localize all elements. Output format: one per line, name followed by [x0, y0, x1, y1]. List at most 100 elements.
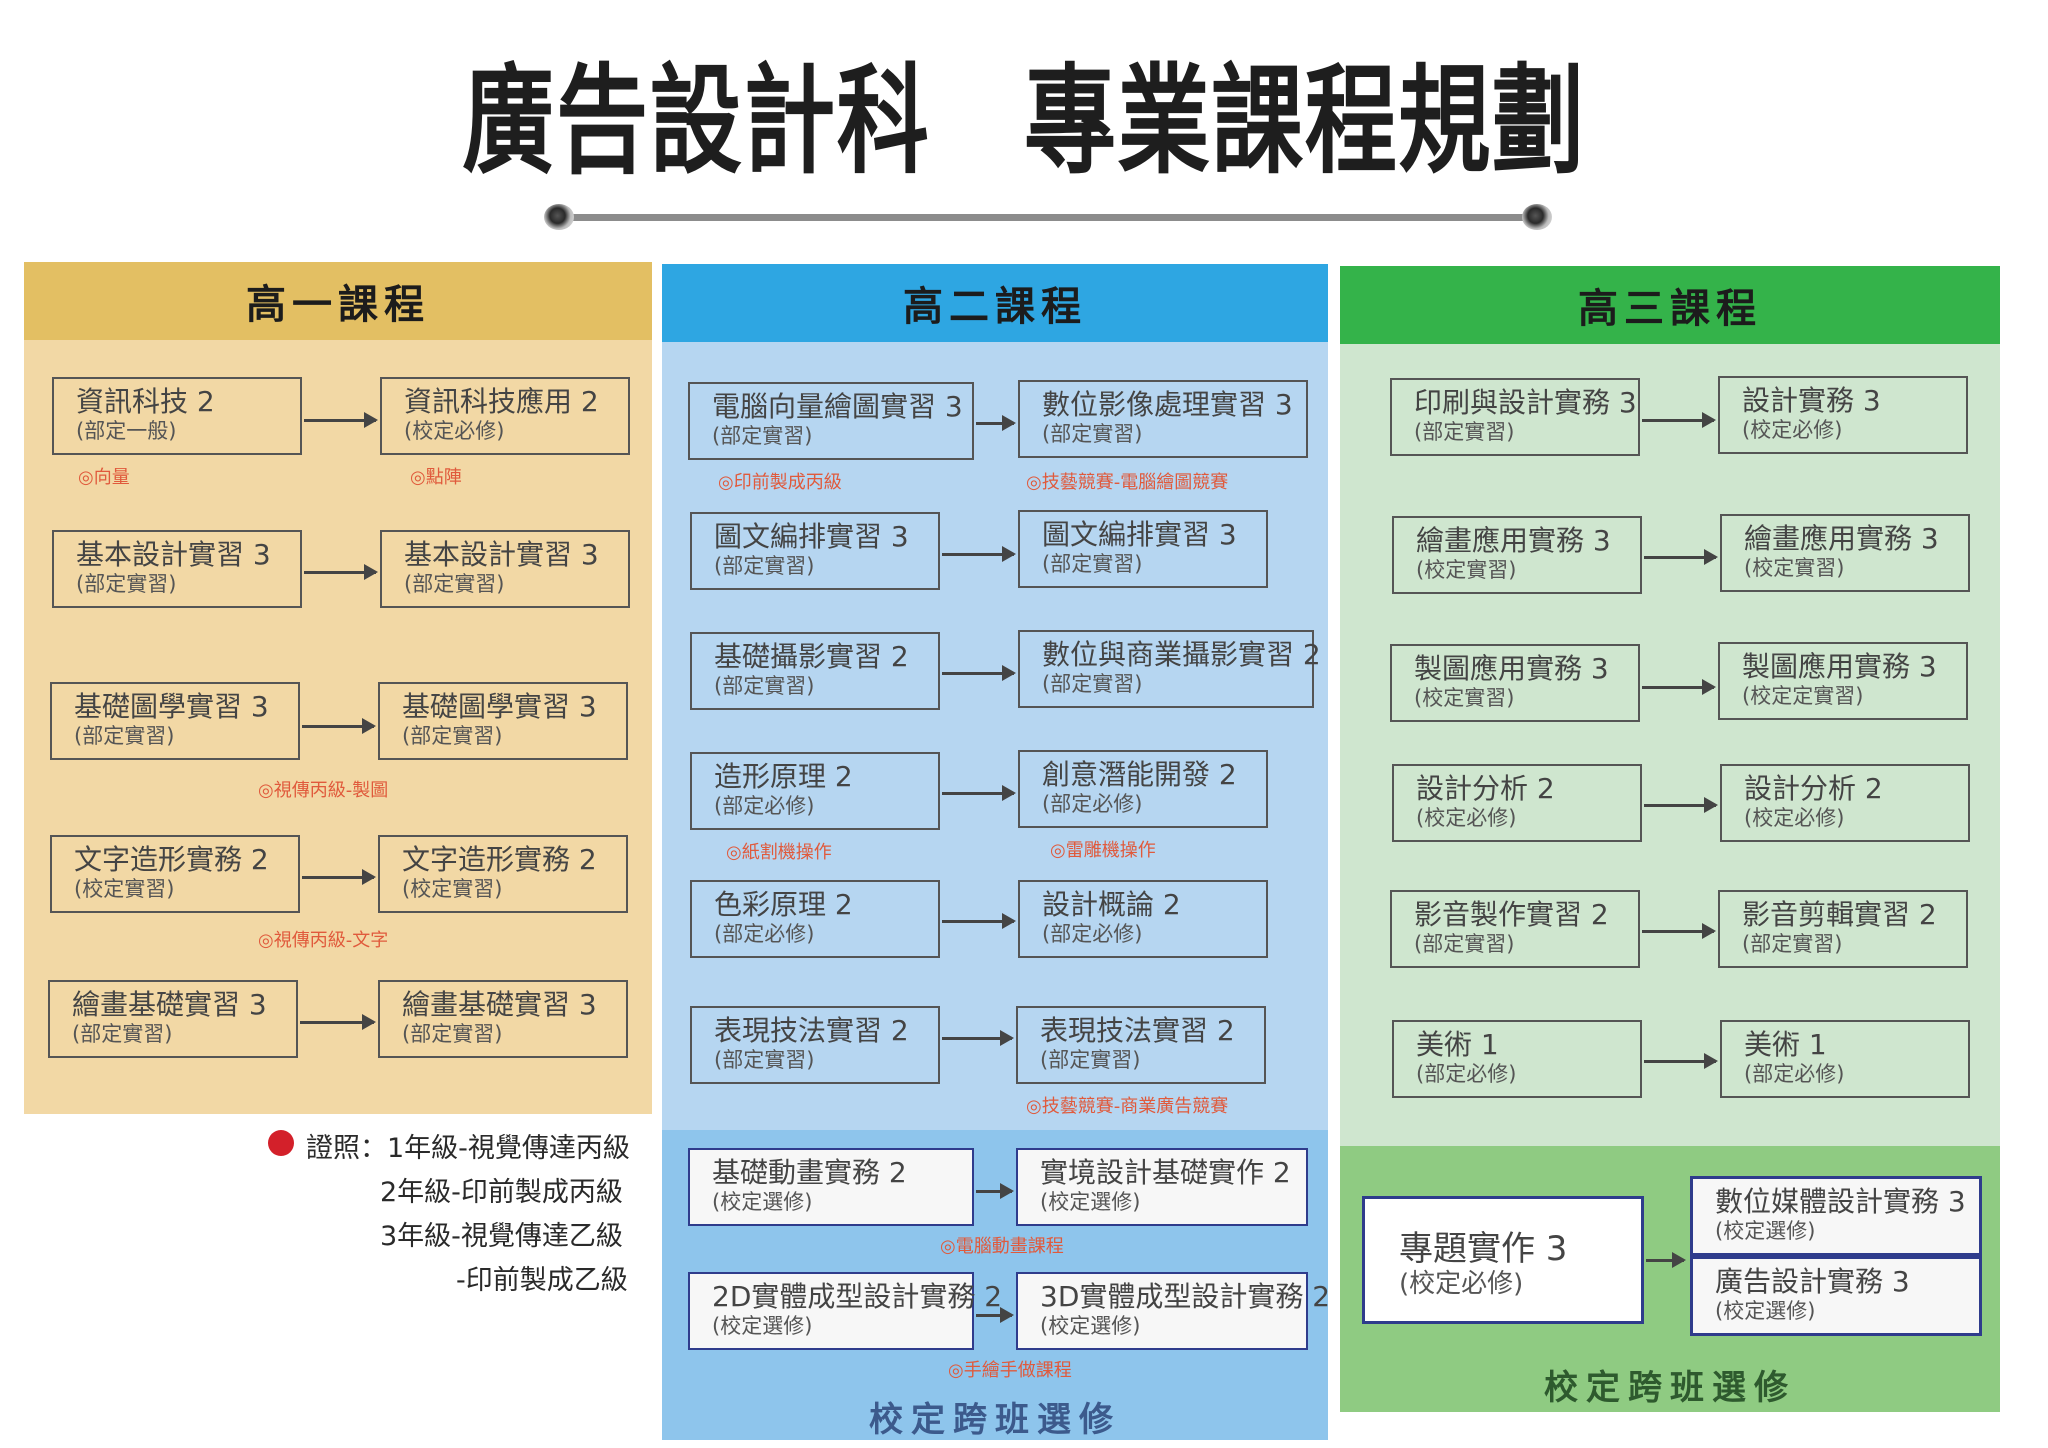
elective-course-box[interactable]: 廣告設計實務 3 (校定選修) — [1690, 1256, 1982, 1336]
course-name: 設計概論 2 — [1042, 888, 1181, 921]
arrow-icon — [942, 665, 1016, 681]
course-name: 設計分析 2 — [1416, 772, 1555, 805]
course-box[interactable]: 圖文編排實習 3 (部定實習) — [1018, 510, 1268, 588]
course-name: 影音剪輯實習 2 — [1742, 898, 1937, 931]
course-box[interactable]: 表現技法實習 2 (部定實習) — [1016, 1006, 1266, 1084]
course-box[interactable]: 繪畫基礎實習 3 (部定實習) — [378, 980, 628, 1058]
certificate-note: ◎向量 — [78, 467, 130, 488]
course-name: 專題實作 3 — [1399, 1229, 1568, 1269]
elective-course-box[interactable]: 3D實體成型設計實務 2 (校定選修) — [1016, 1272, 1330, 1350]
course-name: 影音製作實習 2 — [1414, 898, 1609, 931]
grade3-header: 高三課程 — [1340, 266, 2000, 344]
course-box[interactable]: 設計分析 2 (校定必修) — [1392, 764, 1642, 842]
course-box[interactable]: 造形原理 2 (部定必修) — [690, 752, 940, 830]
arrow-icon — [976, 1307, 1014, 1323]
course-name: 數位影像處理實習 3 — [1042, 388, 1293, 421]
course-name: 繪畫基礎實習 3 — [72, 988, 267, 1021]
course-box[interactable]: 美術 1 (部定必修) — [1720, 1020, 1970, 1098]
grade3-elective-label: 校定跨班選修 — [1544, 1368, 1796, 1408]
capstone-course-box[interactable]: 專題實作 3 (校定必修) — [1362, 1196, 1644, 1324]
course-box[interactable]: 繪畫應用實務 3 (校定實習) — [1392, 516, 1642, 594]
course-box[interactable]: 色彩原理 2 (部定必修) — [690, 880, 940, 958]
course-name: 製圖應用實務 3 — [1742, 650, 1937, 683]
arrow-icon — [300, 1014, 376, 1030]
course-box[interactable]: 繪畫基礎實習 3 (部定實習) — [48, 980, 298, 1058]
course-box[interactable]: 影音剪輯實習 2 (部定實習) — [1718, 890, 1968, 968]
course-box[interactable]: 設計分析 2 (校定必修) — [1720, 764, 1970, 842]
course-box[interactable]: 數位影像處理實習 3 (部定實習) — [1018, 380, 1308, 458]
course-name: 數位媒體設計實務 3 — [1715, 1185, 1966, 1218]
course-name: 印刷與設計實務 3 — [1414, 386, 1637, 419]
course-type: (部定實習) — [76, 572, 177, 596]
course-box[interactable]: 資訊科技應用 2 (校定必修) — [380, 377, 630, 455]
course-box[interactable]: 基本設計實習 3 (部定實習) — [380, 530, 630, 608]
arrow-icon — [976, 415, 1016, 431]
legend-line: 證照：1年級-視覺傳達丙級 — [306, 1133, 630, 1164]
course-name: 基礎攝影實習 2 — [714, 640, 909, 673]
legend-line: -印前製成乙級 — [456, 1265, 628, 1296]
course-box[interactable]: 設計實務 3 (校定必修) — [1718, 376, 1968, 454]
course-name: 美術 1 — [1416, 1028, 1499, 1061]
elective-course-box[interactable]: 2D實體成型設計實務 2 (校定選修) — [688, 1272, 1002, 1350]
course-type: (校定必修) — [404, 419, 505, 443]
course-name: 廣告設計實務 3 — [1715, 1265, 1910, 1298]
course-type: (部定必修) — [1744, 1062, 1845, 1086]
course-box[interactable]: 資訊科技 2 (部定一般) — [52, 377, 302, 455]
legend-line: 2年級-印前製成丙級 — [380, 1177, 623, 1208]
course-box[interactable]: 表現技法實習 2 (部定實習) — [690, 1006, 940, 1084]
page-title: 廣告設計科 專業課程規劃 — [462, 52, 1586, 190]
certificate-note: ◎點陣 — [410, 467, 462, 488]
course-box[interactable]: 圖文編排實習 3 (部定實習) — [690, 512, 940, 590]
arrow-icon — [942, 913, 1016, 929]
course-box[interactable]: 基本設計實習 3 (部定實習) — [52, 530, 302, 608]
arrow-icon — [1644, 797, 1718, 813]
course-box[interactable]: 文字造形實務 2 (校定實習) — [378, 835, 628, 913]
course-type: (校定實習) — [1414, 686, 1515, 710]
certificate-note: ◎雷雕機操作 — [1050, 840, 1156, 861]
course-type: (部定實習) — [1742, 932, 1843, 956]
course-type: (部定一般) — [76, 419, 177, 443]
course-type: (校定必修) — [1744, 806, 1845, 830]
elective-course-box[interactable]: 基礎動畫實務 2 (校定選修) — [688, 1148, 974, 1226]
certificate-note: ◎紙割機操作 — [726, 842, 832, 863]
course-name: 基本設計實習 3 — [76, 538, 271, 571]
course-name: 美術 1 — [1744, 1028, 1827, 1061]
course-box[interactable]: 電腦向量繪圖實習 3 (部定實習) — [688, 382, 974, 460]
course-box[interactable]: 繪畫應用實務 3 (校定實習) — [1720, 514, 1970, 592]
course-type: (校定選修) — [1715, 1219, 1816, 1243]
course-box[interactable]: 創意潛能開發 2 (部定必修) — [1018, 750, 1268, 828]
arrow-icon — [942, 1030, 1014, 1046]
elective-course-box[interactable]: 數位媒體設計實務 3 (校定選修) — [1690, 1176, 1982, 1256]
course-box[interactable]: 影音製作實習 2 (部定實習) — [1390, 890, 1640, 968]
course-type: (部定實習) — [74, 724, 175, 748]
course-type: (部定實習) — [714, 674, 815, 698]
course-type: (部定實習) — [1414, 932, 1515, 956]
title-line-right-knob — [1522, 204, 1552, 230]
course-name: 圖文編排實習 3 — [1042, 518, 1237, 551]
course-box[interactable]: 製圖應用實務 3 (校定定實習) — [1718, 642, 1968, 720]
course-box[interactable]: 設計概論 2 (部定必修) — [1018, 880, 1268, 958]
course-type: (部定實習) — [1042, 422, 1143, 446]
arrow-icon — [942, 785, 1016, 801]
course-box[interactable]: 印刷與設計實務 3 (部定實習) — [1390, 378, 1640, 456]
course-box[interactable]: 製圖應用實務 3 (校定實習) — [1390, 644, 1640, 722]
certificate-note: ◎手繪手做課程 — [948, 1360, 1072, 1381]
course-type: (校定實習) — [1744, 556, 1845, 580]
grade1-header: 高一課程 — [24, 262, 652, 340]
course-box[interactable]: 基礎圖學實習 3 (部定實習) — [50, 682, 300, 760]
course-type: (校定實習) — [402, 877, 503, 901]
elective-course-box[interactable]: 實境設計基礎實作 2 (校定選修) — [1016, 1148, 1308, 1226]
course-box[interactable]: 基礎攝影實習 2 (部定實習) — [690, 632, 940, 710]
certificate-note: ◎技藝競賽-商業廣告競賽 — [1026, 1096, 1229, 1117]
course-name: 基礎動畫實務 2 — [712, 1156, 907, 1189]
course-name: 文字造形實務 2 — [402, 843, 597, 876]
course-box[interactable]: 美術 1 (部定必修) — [1392, 1020, 1642, 1098]
course-name: 設計分析 2 — [1744, 772, 1883, 805]
legend-line: 3年級-視覺傳達乙級 — [380, 1221, 623, 1252]
certificate-note: ◎印前製成丙級 — [718, 472, 842, 493]
course-type: (部定實習) — [402, 724, 503, 748]
course-box[interactable]: 數位與商業攝影實習 2 (部定實習) — [1018, 630, 1321, 708]
course-box[interactable]: 文字造形實務 2 (校定實習) — [50, 835, 300, 913]
course-box[interactable]: 基礎圖學實習 3 (部定實習) — [378, 682, 628, 760]
course-type: (部定實習) — [1042, 552, 1143, 576]
